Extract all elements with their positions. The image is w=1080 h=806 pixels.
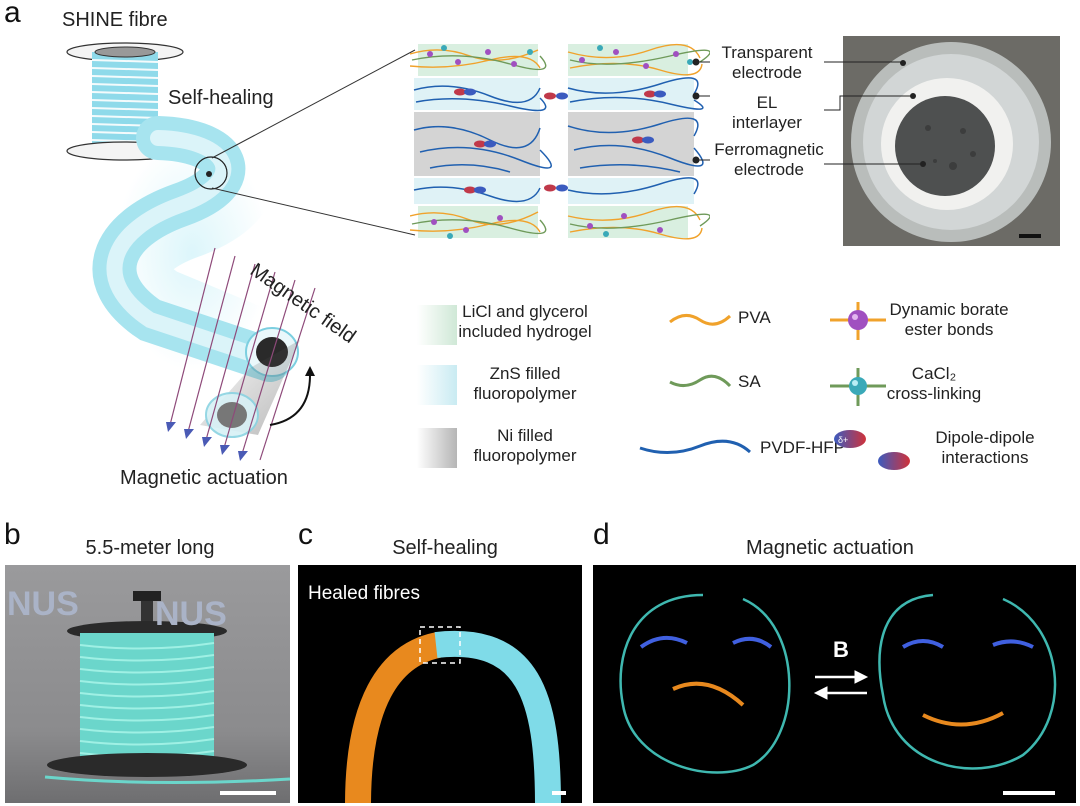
actuation-photo: B (593, 565, 1076, 803)
layer-schematic (410, 43, 710, 240)
delta-plus-label: δ+ (838, 435, 849, 445)
panel-label-a: a (4, 0, 21, 29)
sa-icon (669, 374, 732, 388)
magnetic-actuation-label: Magnetic actuation (120, 467, 288, 489)
legend-swatch-ni (417, 428, 457, 468)
panel-b-title: 5.5-meter long (85, 537, 215, 559)
panel-c-title: Self-healing (392, 537, 498, 559)
legend-ni: Ni filled fluoropolymer (473, 426, 577, 465)
pvdf-icon (639, 439, 752, 454)
dipole-icon (834, 430, 910, 470)
legend-sa: SA (738, 372, 761, 391)
self-healing-label: Self-healing (168, 87, 274, 109)
zoom-lines (211, 49, 416, 236)
spool-icon (66, 42, 184, 161)
legend-swatch-hydrogel (417, 305, 457, 345)
spool-photo: NUS NUS (5, 565, 290, 803)
photo-pointer-lines (824, 61, 923, 165)
field-b-label: B (833, 637, 849, 662)
nus-bg-text-2: NUS (155, 595, 227, 633)
legend-cacl2: CaCl₂ cross-linking (886, 364, 982, 403)
legend-pva: PVA (738, 308, 771, 327)
panel-label-b: b (4, 518, 21, 551)
panel-d-title: Magnetic actuation (746, 537, 914, 559)
healed-fibres-label: Healed fibres (308, 583, 420, 604)
cacl2-icon (830, 368, 886, 406)
legend-polymer-icons (639, 314, 752, 454)
legend-swatch-zns (417, 365, 457, 405)
fibre-illustration (59, 42, 325, 461)
legend-borate: Dynamic borate ester bonds (889, 300, 1009, 339)
panel-label-d: d (593, 518, 610, 551)
spool-title: SHINE fibre (62, 9, 168, 31)
actuation-arrows-icon (813, 670, 869, 700)
layer-label-el: EL interlayer (732, 93, 802, 132)
pva-icon (669, 314, 732, 326)
delta-minus-label: δ- (866, 437, 875, 447)
nus-bg-text: NUS (7, 585, 79, 623)
legend-bond-icons (830, 302, 886, 406)
magnetic-field-lines (169, 247, 316, 461)
layer-label-transparent: Transparent electrode (721, 43, 813, 82)
panel-label-c: c (298, 518, 313, 551)
borate-icon (830, 302, 886, 340)
legend-zns: ZnS filled fluoropolymer (473, 364, 577, 403)
legend-hydrogel: LiCl and glycerol included hydrogel (458, 302, 592, 341)
layer-label-ferro: Ferromagnetic electrode (714, 140, 824, 179)
actuation-arrow-icon (269, 374, 311, 426)
legend-dipole: Dipole-dipole interactions (935, 428, 1035, 467)
cross-section-photo (843, 36, 1060, 246)
field-arrowheads (166, 422, 248, 461)
healed-fibre-photo: Healed fibres (298, 565, 582, 803)
legend-pvdf: PVDF-HFP (760, 438, 845, 457)
